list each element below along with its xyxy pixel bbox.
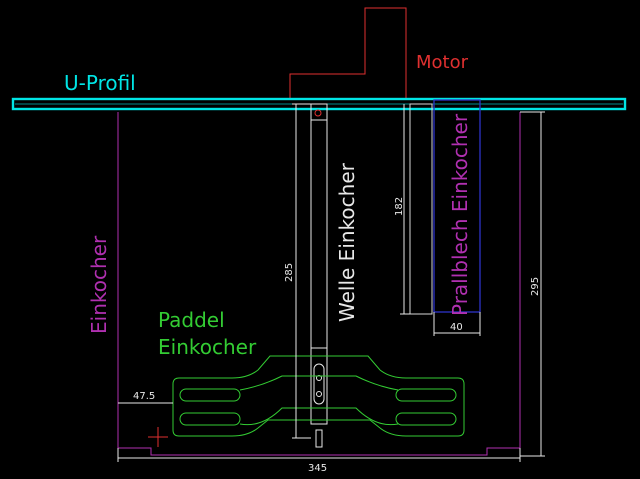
welle-label: Welle Einkocher (335, 162, 359, 322)
einkocher-label: Einkocher (87, 235, 111, 334)
baffle-outline (409, 103, 433, 315)
dim-40-text: 40 (450, 322, 463, 333)
dim-182-text: 182 (394, 197, 405, 216)
dim-295-text: 295 (530, 277, 541, 296)
origin-marker (148, 427, 168, 447)
u-profile-beam (11, 97, 627, 111)
shaft-slot-hole-lower (316, 391, 322, 397)
motor-outline (289, 7, 407, 98)
paddle-slot-left-upper (179, 388, 241, 402)
dim-285-text: 285 (284, 263, 295, 282)
dim-345-text: 345 (308, 463, 327, 474)
prallblech-label: Prallblech Einkocher (448, 113, 472, 316)
paddle-slot-right-upper (395, 388, 457, 402)
shaft-coupling (315, 429, 323, 448)
paddle-outline (172, 355, 465, 437)
motor (289, 7, 407, 98)
shaft-slot (313, 363, 325, 405)
shaft (310, 103, 328, 448)
baffle (409, 99, 481, 315)
u-profile-label: U-Profil (64, 71, 136, 95)
paddle (172, 355, 465, 437)
dimension-lines (117, 103, 545, 462)
tank-outline (117, 112, 521, 456)
paddle-slot-right-lower (395, 412, 457, 426)
shaft-body (310, 103, 328, 425)
paddle-label-line2: Einkocher (158, 335, 257, 359)
shaft-top-hole (314, 109, 322, 117)
motor-label: Motor (416, 52, 469, 73)
paddle-label-line1: Paddel (158, 308, 225, 332)
baffle-plate (433, 99, 481, 313)
paddle-slot-left-lower (179, 412, 241, 426)
einkocher-tank (117, 112, 521, 456)
paddle-inner-profile (239, 375, 399, 426)
dim-47-5-text: 47.5 (133, 391, 155, 402)
